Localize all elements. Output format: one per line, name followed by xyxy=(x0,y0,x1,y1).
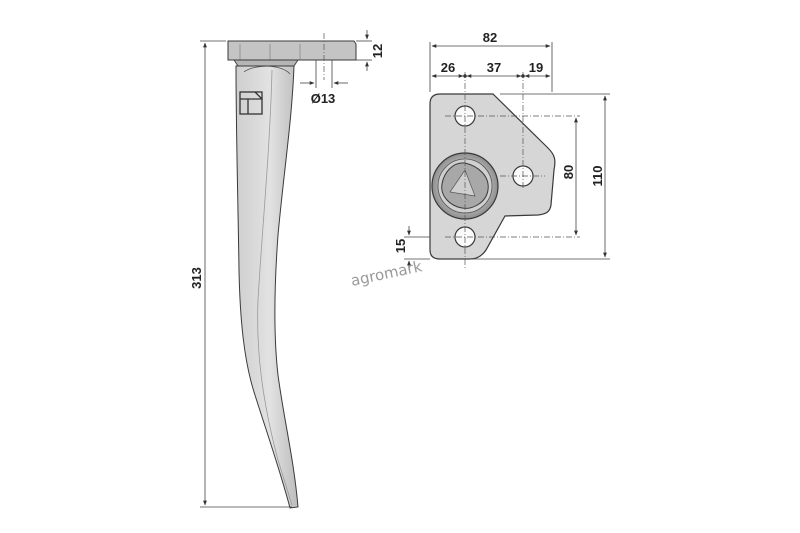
dim-total-length: 313 xyxy=(189,267,204,289)
front-view: 82 26 37 19 80 110 15 xyxy=(393,30,610,270)
tine-flange xyxy=(227,40,357,61)
dim-right-offset: 19 xyxy=(529,60,543,75)
dim-flange-thickness: 12 xyxy=(370,44,385,58)
dim-overall-height: 110 xyxy=(590,166,605,187)
manufacturer-logo-icon xyxy=(239,91,263,115)
tine-blade xyxy=(235,65,299,509)
dim-hole-diameter: Ø13 xyxy=(311,91,336,106)
dim-hole-spacing-horizontal: 37 xyxy=(487,60,501,75)
watermark: agromark xyxy=(349,257,424,290)
dim-overall-width: 82 xyxy=(483,30,497,45)
dim-hole-spacing-vertical: 80 xyxy=(561,165,576,179)
tine-neck xyxy=(233,59,299,67)
dim-bottom-offset: 15 xyxy=(393,239,408,253)
side-view: 313 12 Ø13 xyxy=(189,30,385,509)
dim-left-offset: 26 xyxy=(441,60,455,75)
